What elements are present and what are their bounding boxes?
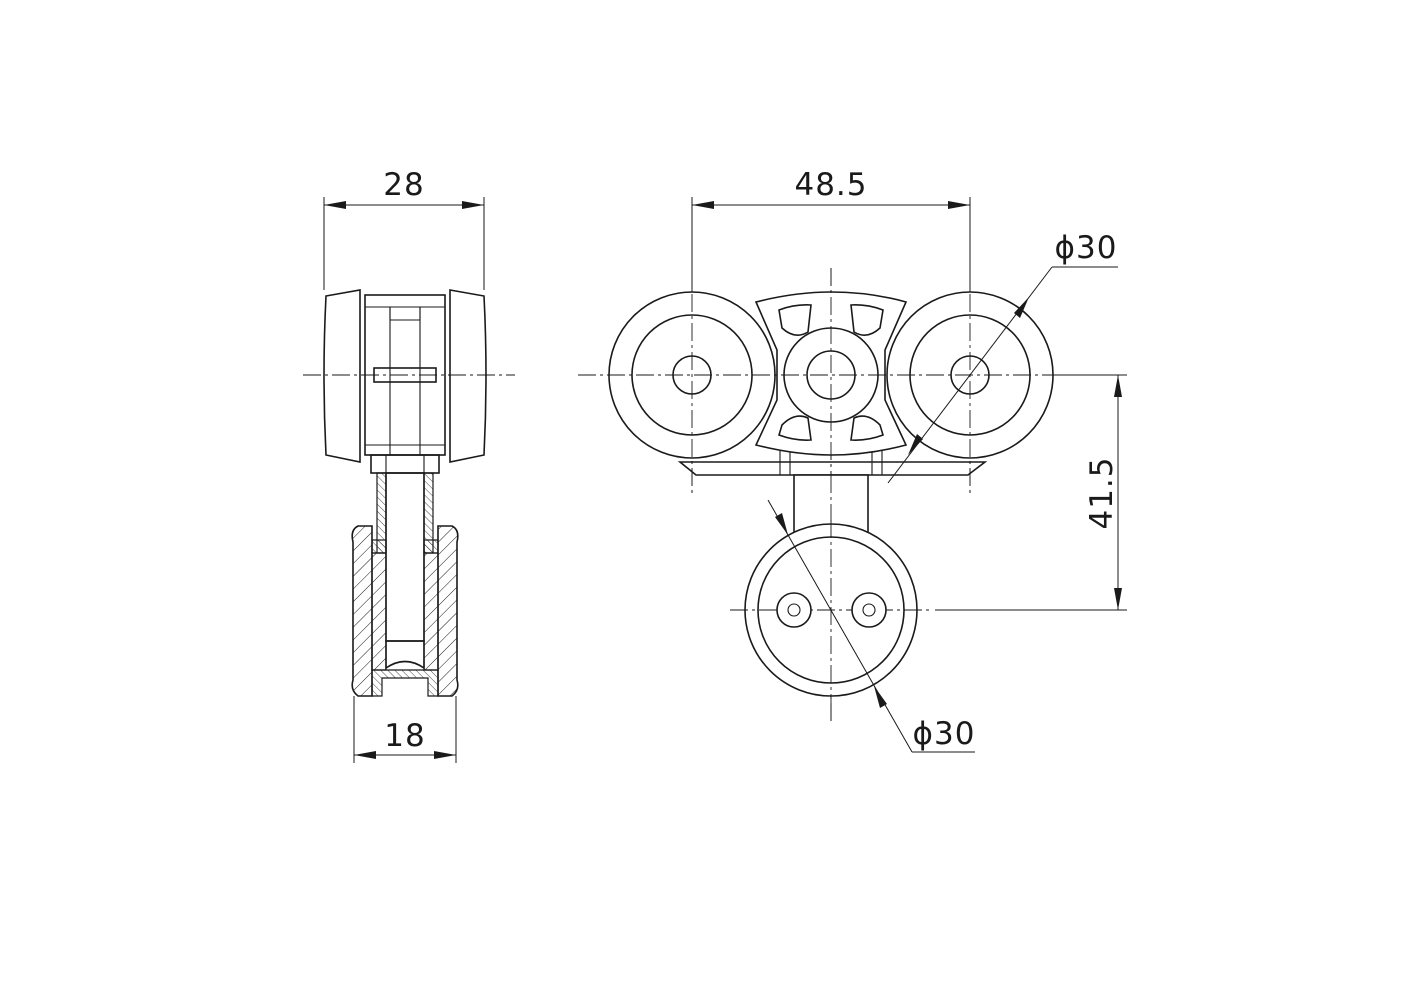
side-shoulder-right (423, 539, 439, 554)
side-right-upper-wheel (449, 289, 487, 463)
dimension-diameter-upper: ϕ30 (887, 230, 1118, 484)
front-screw-left-head (776, 592, 812, 628)
side-stem (385, 472, 425, 642)
side-shoulder-left (371, 539, 387, 554)
front-screw-left-socket (787, 603, 801, 617)
front-bracket-window-2 (850, 304, 884, 336)
front-bracket-plate (677, 461, 988, 476)
side-view: 28 18 (303, 167, 515, 763)
dimension-28: 28 (323, 167, 485, 290)
side-inner-roller (385, 640, 425, 670)
front-screw-right-head (851, 592, 887, 628)
side-bottom-cap (371, 669, 439, 697)
dimension-18: 18 (353, 696, 457, 763)
front-bracket-window-3 (778, 415, 812, 441)
side-lower-wheel-right (437, 525, 459, 697)
dimension-diameter-lower-label: ϕ30 (913, 716, 976, 752)
dimension-diameter-upper-label: ϕ30 (1055, 230, 1118, 266)
front-view: 48.5 41.5 ϕ30 ϕ30 (578, 167, 1127, 753)
front-bracket-window-1 (778, 304, 812, 336)
dimension-18-label: 18 (384, 718, 425, 754)
front-bracket-window-4 (850, 415, 884, 441)
dimension-48-5: 48.5 (691, 167, 971, 292)
dimension-41-5: 41.5 (935, 374, 1127, 611)
dimension-28-label: 28 (383, 167, 424, 203)
side-collar (370, 454, 440, 474)
side-t-bracket (370, 306, 440, 455)
side-left-upper-wheel (323, 289, 361, 463)
side-lower-wheel-inner-left (371, 552, 387, 671)
side-lower-wheel-inner-right (423, 552, 439, 671)
dimension-41-5-label: 41.5 (1084, 456, 1120, 529)
dimension-48-5-label: 48.5 (794, 167, 867, 203)
side-lower-wheel-left (351, 525, 373, 697)
side-pin (373, 367, 437, 383)
front-screw-right-socket (862, 603, 876, 617)
dimension-diameter-lower: ϕ30 (767, 499, 976, 753)
